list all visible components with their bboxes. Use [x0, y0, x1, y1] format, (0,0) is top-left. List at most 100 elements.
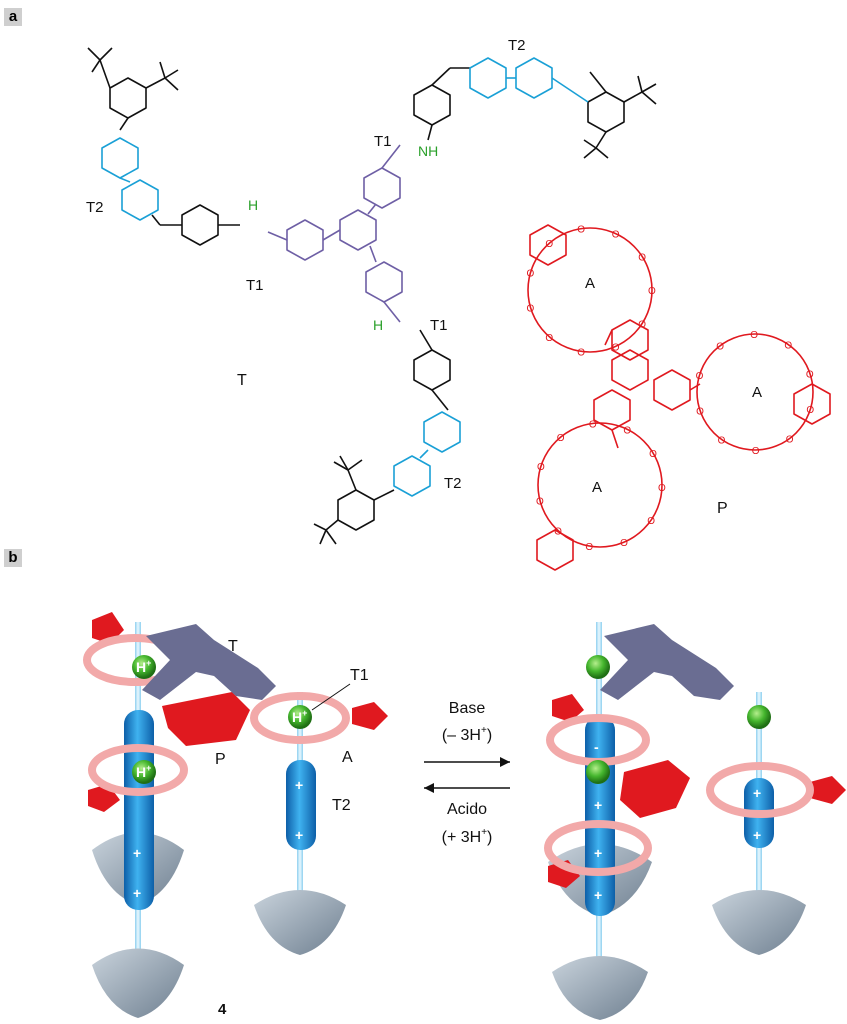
label-thread-T: T	[237, 372, 247, 389]
oxygen-label: O	[527, 269, 535, 280]
cartoon-label-P: P	[215, 751, 226, 768]
oxygen-label: O	[648, 286, 656, 297]
oxygen-label: O	[752, 446, 760, 457]
reverse-detail: (+ 3H+)	[442, 827, 493, 846]
amine-right-1	[586, 655, 610, 679]
bipyridinium-rod-left-a	[124, 710, 154, 910]
oxygen-label: O	[638, 253, 646, 264]
proton-text-1: H+	[136, 658, 151, 675]
oxygen-label: O	[806, 369, 814, 380]
minus-right: -	[594, 739, 599, 755]
oxygen-label: O	[638, 320, 646, 331]
amine-right-3	[747, 705, 771, 729]
proton-left-2	[132, 760, 156, 784]
T1-leader-line	[311, 683, 351, 711]
panel-b-cartoon: H+ H+ H+ + + + + T T1 P A T2 4	[83, 612, 846, 1020]
oxygen-label: O	[647, 516, 655, 527]
plus-right-a2: +	[594, 845, 602, 861]
label-T2-top: T2	[508, 37, 526, 54]
plus-right-a3: +	[594, 887, 602, 903]
thread-core-left	[142, 624, 276, 700]
stopper-left-c	[254, 890, 346, 955]
plus-left-a2: +	[133, 885, 141, 901]
oxygen-label: O	[716, 342, 724, 353]
host-fragment-2	[352, 702, 388, 730]
central-triphenylbenzene	[267, 144, 403, 323]
host-core-right	[620, 760, 690, 818]
oxygen-label: O	[806, 405, 814, 416]
panel-b-label: b	[4, 549, 22, 567]
forward-reagent: Base	[449, 700, 486, 717]
thread-core-right	[600, 624, 734, 700]
oxygen-label: O	[696, 371, 704, 382]
label-host-P: P	[717, 500, 728, 517]
oxygen-label: O	[545, 333, 553, 344]
stopper-right-c	[712, 890, 806, 955]
label-crown-A-3: A	[592, 479, 602, 496]
bipyridinium-rod-right-a	[585, 716, 615, 916]
forward-detail: (– 3H+)	[442, 725, 492, 744]
oxygen-label: O	[696, 407, 704, 418]
oxygen-label: O	[786, 434, 794, 445]
label-crown-A-2: A	[752, 384, 762, 401]
label-NH2-top: NH	[418, 143, 438, 159]
oxygen-label: O	[612, 230, 620, 241]
amine-right-2	[586, 760, 610, 784]
crown-ring-left-3	[250, 692, 350, 744]
cartoon-label-T1: T1	[350, 667, 369, 684]
bipyridinium-units	[101, 57, 589, 497]
oxygen-label: O	[784, 341, 792, 352]
crown-ether-host	[527, 224, 831, 571]
crown-ring-right-2	[544, 820, 652, 876]
plus-right-b1: +	[753, 785, 761, 801]
cartoon-label-T2: T2	[332, 797, 351, 814]
proton-left-3	[288, 705, 312, 729]
cartoon-label-A: A	[342, 749, 353, 766]
oxygen-label: O	[537, 462, 545, 473]
equilibrium-arrows: Base (– 3H+) Acido (+ 3H+)	[424, 700, 510, 846]
host-core-left	[162, 692, 250, 746]
proton-left-1	[132, 655, 156, 679]
compound-number: 4	[218, 1001, 227, 1018]
oxygen-label: O	[557, 433, 565, 444]
cartoon-label-T: T	[228, 638, 238, 655]
oxygen-label: O	[658, 483, 666, 494]
stopper-right-b	[552, 956, 648, 1020]
label-H2N-bottom: H	[373, 317, 383, 333]
oxygen-label: O	[554, 527, 562, 538]
stopper-left-b	[92, 948, 184, 1018]
oxygen-label: O	[577, 225, 585, 236]
bipyridinium-rod-left-b	[286, 760, 316, 850]
panel-a-label: a	[4, 8, 22, 26]
oxygen-label: O	[718, 435, 726, 446]
oxygen-label: O	[545, 239, 553, 250]
oxygen-label: O	[649, 449, 657, 460]
plus-left-a1: +	[133, 845, 141, 861]
plus-left-b2: +	[295, 827, 303, 843]
label-T1-bottom: T1	[430, 317, 448, 334]
label-H2-left: H	[248, 197, 258, 213]
reverse-reagent: Acido	[447, 801, 487, 818]
oxygen-label: O	[536, 497, 544, 508]
label-T1-left: T1	[246, 277, 264, 294]
oxygen-label: O	[623, 425, 631, 436]
label-T1-top: T1	[374, 133, 392, 150]
proton-text-3: H+	[292, 708, 307, 725]
crown-ring-left-2	[88, 744, 188, 796]
oxygen-label: O	[750, 330, 758, 341]
right-state-deprotonated: - + + + + +	[544, 622, 846, 1020]
label-crown-A-1: A	[585, 275, 595, 292]
plus-right-b2: +	[753, 827, 761, 843]
host-fragment-r2	[810, 776, 846, 804]
black-linkers	[87, 47, 657, 545]
label-T2-bottom: T2	[444, 475, 462, 492]
left-state-protonated: H+ H+ H+ + + + + T T1 P A T2 4	[83, 612, 388, 1018]
oxygen-label: O	[577, 347, 585, 358]
plus-left-b1: +	[295, 777, 303, 793]
oxygen-label: O	[585, 542, 593, 553]
crown-ring-right-3	[706, 762, 814, 818]
